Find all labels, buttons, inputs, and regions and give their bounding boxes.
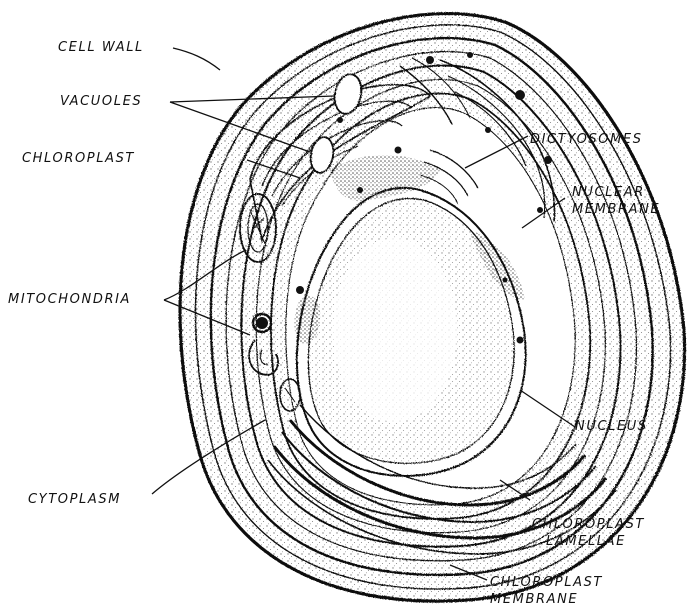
label-nucleus: NUCLEUS bbox=[575, 419, 648, 435]
label-nuclear-membrane: NUCLEAR MEMBRANE bbox=[572, 184, 660, 218]
label-nuclear-membrane-line2: MEMBRANE bbox=[572, 201, 660, 218]
label-chloroplast-membrane-line1: CHLOROPLAST bbox=[490, 574, 603, 591]
label-chloroplast-lamellae-line2: LAMELLAE bbox=[532, 533, 645, 550]
label-vacuoles: VACUOLES bbox=[60, 94, 142, 110]
label-cell-wall: CELL WALL bbox=[58, 40, 144, 56]
label-chloroplast: CHLOROPLAST bbox=[22, 151, 135, 167]
label-chloroplast-membrane: CHLOROPLAST MEMBRANE bbox=[490, 574, 603, 608]
label-mitochondria: MITOCHONDRIA bbox=[8, 292, 131, 308]
label-nuclear-membrane-line1: NUCLEAR bbox=[572, 184, 660, 201]
label-chloroplast-lamellae-line1: CHLOROPLAST bbox=[532, 516, 645, 533]
label-dictyosomes: DICTYOSOMES bbox=[530, 132, 643, 148]
label-chloroplast-membrane-line2: MEMBRANE bbox=[490, 591, 603, 608]
label-cytoplasm: CYTOPLASM bbox=[28, 492, 121, 508]
label-chloroplast-lamellae: CHLOROPLAST LAMELLAE bbox=[532, 516, 645, 550]
